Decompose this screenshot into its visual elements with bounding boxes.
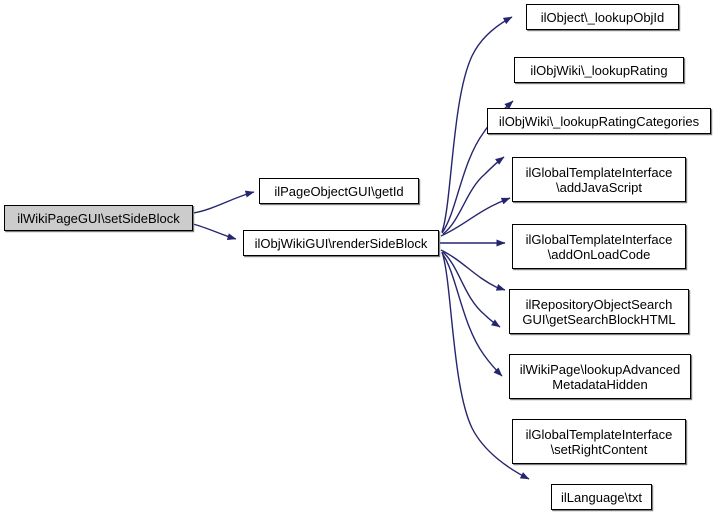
graph-node-lookupAdvancedMetadataHidden[interactable]: ilWikiPage\lookupAdvanced MetadataHidden <box>509 354 691 399</box>
graph-node-addJavaScript[interactable]: ilGlobalTemplateInterface \addJavaScript <box>512 157 686 202</box>
edge-setSideBlock-renderSideBlock <box>192 223 237 241</box>
graph-node-setRightContent[interactable]: ilGlobalTemplateInterface \setRightConte… <box>512 419 686 464</box>
graph-node-label-txt: ilLanguage\txt <box>561 489 642 505</box>
graph-node-txt[interactable]: ilLanguage\txt <box>551 484 652 510</box>
graph-node-label-setRightContent: ilGlobalTemplateInterface \setRightConte… <box>525 426 673 457</box>
graph-node-label-renderSideBlock: ilObjWikiGUI\renderSideBlock <box>254 235 428 251</box>
graph-node-getId[interactable]: ilPageObjectGUI\getId <box>259 178 419 204</box>
graph-node-lookupObjId[interactable]: ilObject\_lookupObjId <box>526 4 679 30</box>
edge-renderSideBlock-setRightContent <box>441 252 503 377</box>
edge-renderSideBlock-addJavaScript <box>440 197 511 237</box>
graph-node-label-addOnLoadCode: ilGlobalTemplateInterface \addOnLoadCode <box>525 231 673 262</box>
graph-node-addOnLoadCode[interactable]: ilGlobalTemplateInterface \addOnLoadCode <box>512 224 686 269</box>
graph-node-label-lookupRatingCategories: ilObjWiki\_lookupRatingCategories <box>498 113 700 129</box>
graph-node-label-getSearchBlockHTML: ilRepositoryObjectSearch GUI\getSearchBl… <box>522 296 676 327</box>
graph-node-label-getId: ilPageObjectGUI\getId <box>274 183 404 199</box>
graph-node-renderSideBlock[interactable]: ilObjWikiGUI\renderSideBlock <box>243 230 439 256</box>
graph-node-lookupRating[interactable]: ilObjWiki\_lookupRating <box>514 57 684 83</box>
graph-node-label-setSideBlock: ilWikiPageGUI\setSideBlock <box>17 210 180 226</box>
edge-renderSideBlock-lookupRatingCategories <box>442 156 505 235</box>
graph-node-getSearchBlockHTML[interactable]: ilRepositoryObjectSearch GUI\getSearchBl… <box>509 289 689 334</box>
graph-node-label-lookupRating: ilObjWiki\_lookupRating <box>530 62 668 78</box>
edge-renderSideBlock-getSearchBlockHTML <box>440 249 506 291</box>
graph-node-label-lookupObjId: ilObject\_lookupObjId <box>540 9 665 25</box>
graph-node-label-addJavaScript: ilGlobalTemplateInterface \addJavaScript <box>525 164 673 195</box>
edge-setSideBlock-getId <box>192 190 255 214</box>
graph-node-label-lookupAdvancedMetadataHidden: ilWikiPage\lookupAdvanced MetadataHidden <box>519 361 681 392</box>
edge-renderSideBlock-lookupAdvancedMetadataHidden <box>442 251 501 328</box>
graph-node-setSideBlock[interactable]: ilWikiPageGUI\setSideBlock <box>4 205 193 231</box>
graph-node-lookupRatingCategories[interactable]: ilObjWiki\_lookupRatingCategories <box>487 108 711 134</box>
